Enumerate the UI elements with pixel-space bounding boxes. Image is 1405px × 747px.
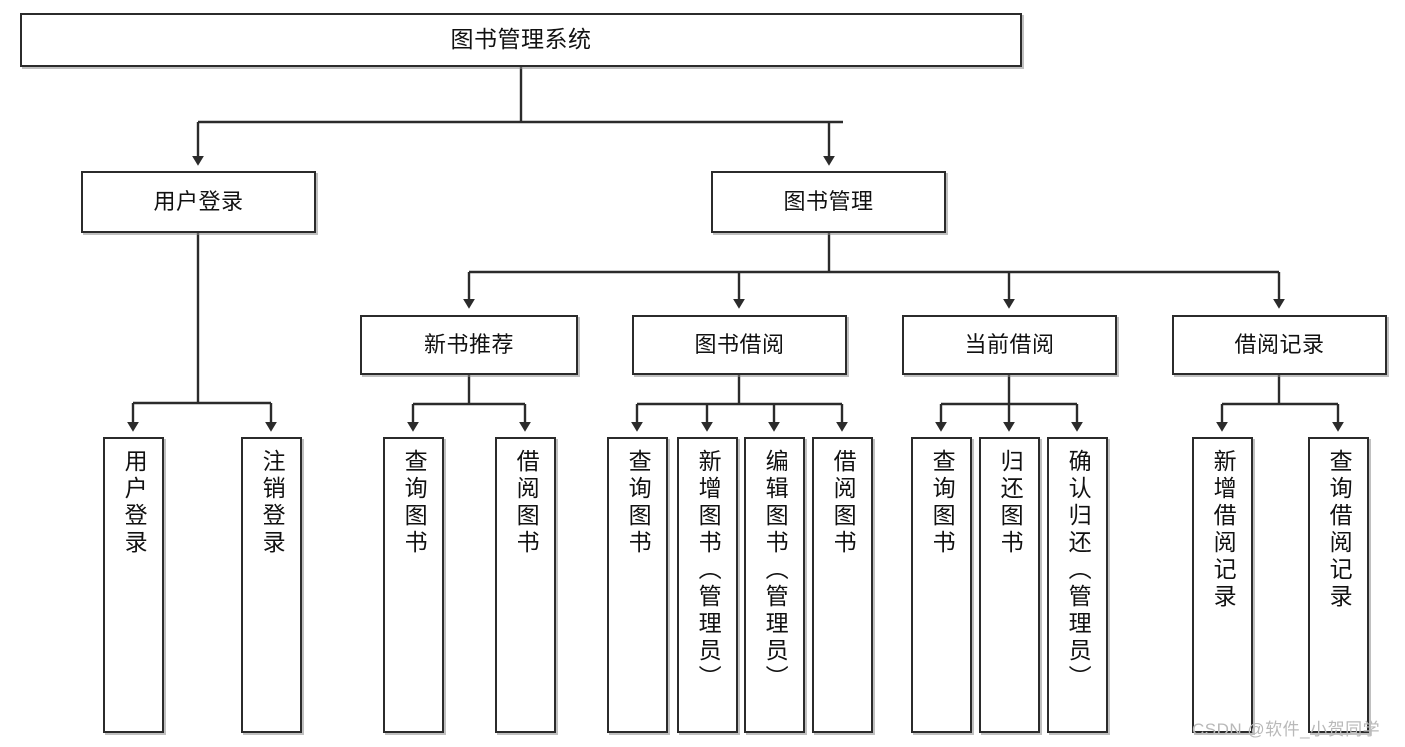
node-label: 借阅图书 <box>830 449 857 557</box>
leaf-query-book-current[interactable]: 查询图书 <box>911 437 972 733</box>
leaf-edit-book-admin[interactable]: 编辑图书（管理员） <box>744 437 805 733</box>
leaf-add-book-admin[interactable]: 新增图书（管理员） <box>677 437 738 733</box>
node-label: 注销登录 <box>259 449 286 557</box>
node-label: 查询图书 <box>401 449 428 557</box>
node-label: 图书管理 <box>783 189 874 215</box>
node-label: 确认归还（管理员） <box>1065 449 1092 692</box>
node-label: 借阅图书 <box>513 449 540 557</box>
leaf-return-book[interactable]: 归还图书 <box>979 437 1040 733</box>
leaf-confirm-return-admin[interactable]: 确认归还（管理员） <box>1047 437 1108 733</box>
node-label: 图书管理系统 <box>450 26 592 53</box>
node-label: 查询借阅记录 <box>1326 449 1353 611</box>
node-label: 当前借阅 <box>964 332 1055 358</box>
node-label: 新增图书（管理员） <box>695 449 722 692</box>
node-book-management[interactable]: 图书管理 <box>711 171 946 233</box>
node-label: 归还图书 <box>997 449 1024 557</box>
leaf-user-login[interactable]: 用户登录 <box>103 437 164 733</box>
leaf-query-book-borrow[interactable]: 查询图书 <box>607 437 668 733</box>
node-label: 借阅记录 <box>1234 332 1325 358</box>
leaf-borrow-book-borrow[interactable]: 借阅图书 <box>812 437 873 733</box>
node-label: 查询图书 <box>929 449 956 557</box>
node-label: 编辑图书（管理员） <box>762 449 789 692</box>
leaf-logout-login[interactable]: 注销登录 <box>241 437 302 733</box>
leaf-add-borrow-record[interactable]: 新增借阅记录 <box>1192 437 1253 733</box>
node-label: 用户登录 <box>121 449 148 557</box>
node-label: 用户登录 <box>153 189 244 215</box>
node-borrow-record[interactable]: 借阅记录 <box>1172 315 1387 375</box>
leaf-borrow-book-new[interactable]: 借阅图书 <box>495 437 556 733</box>
leaf-query-book-new[interactable]: 查询图书 <box>383 437 444 733</box>
node-label: 新增借阅记录 <box>1210 449 1237 611</box>
node-root-system[interactable]: 图书管理系统 <box>20 13 1022 67</box>
node-user-login[interactable]: 用户登录 <box>81 171 316 233</box>
node-label: 查询图书 <box>625 449 652 557</box>
node-label: 新书推荐 <box>423 332 514 358</box>
node-current-borrow[interactable]: 当前借阅 <box>902 315 1117 375</box>
csdn-watermark: CSDN @软件_小贺同学 <box>1192 720 1381 739</box>
node-book-borrow[interactable]: 图书借阅 <box>632 315 847 375</box>
leaf-query-borrow-record[interactable]: 查询借阅记录 <box>1308 437 1369 733</box>
node-new-book-recommend[interactable]: 新书推荐 <box>360 315 578 375</box>
node-label: 图书借阅 <box>694 332 785 358</box>
